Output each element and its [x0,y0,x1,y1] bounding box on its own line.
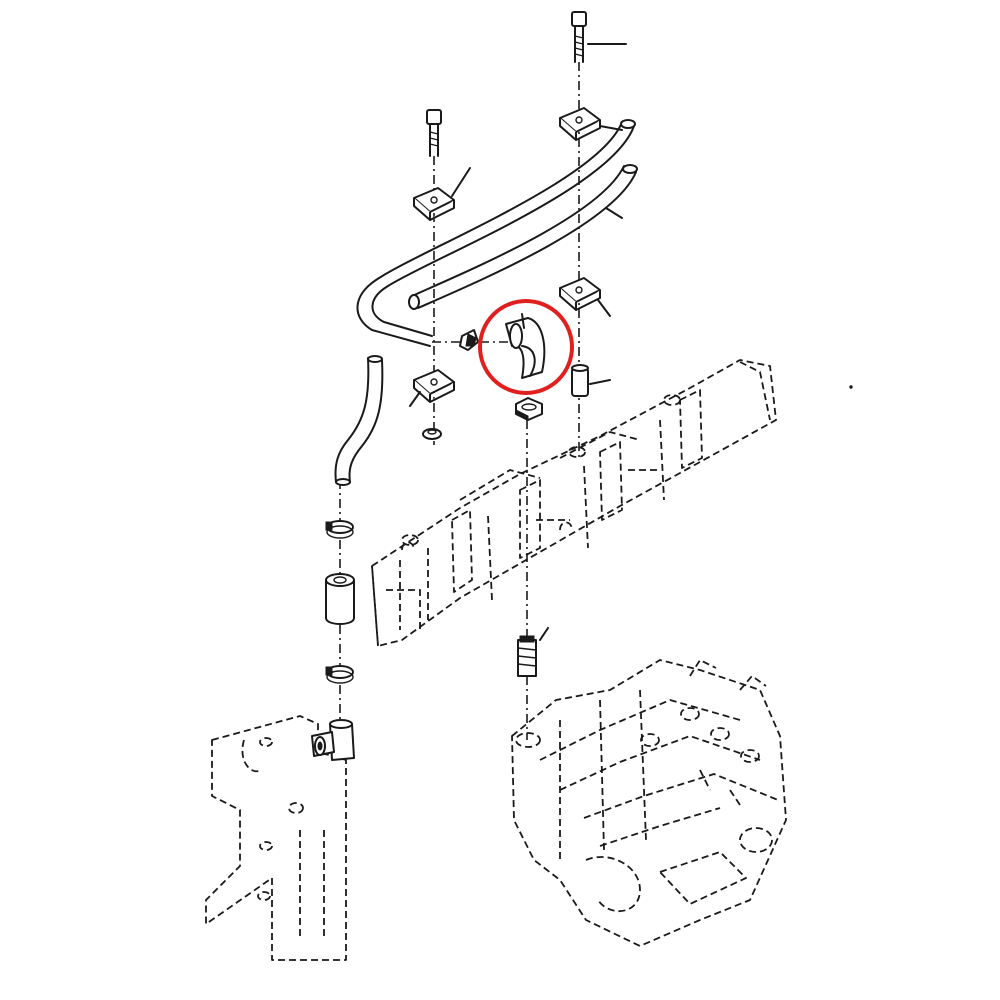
clamp-bracket-mid-right [559,277,611,317]
highlight-circle [478,299,574,395]
tee-fitting [311,719,355,761]
banjo-nut-left [459,329,479,351]
pipe-upper [356,119,636,347]
hose-clamp-lower [325,665,354,684]
small-washer-left [422,428,442,440]
exhaust-manifold [371,359,777,647]
mounting-bracket-left [205,715,347,961]
clamp-bracket-top-left [413,167,471,221]
left-hose [334,355,384,486]
elbow-hose-fitting[interactable] [505,313,546,379]
hose-clamp-upper [325,520,354,539]
top-right-bolt [571,11,627,63]
engine-block [511,659,787,947]
clamp-bracket-top-right [559,107,623,141]
hex-nut-center [515,397,543,421]
threaded-fitting [517,627,549,677]
pipe-lower [408,164,638,310]
sleeve-right [571,364,611,397]
top-left-bolt [426,109,442,157]
hose-connector [325,573,355,625]
clamp-bracket-mid-left [409,369,455,407]
